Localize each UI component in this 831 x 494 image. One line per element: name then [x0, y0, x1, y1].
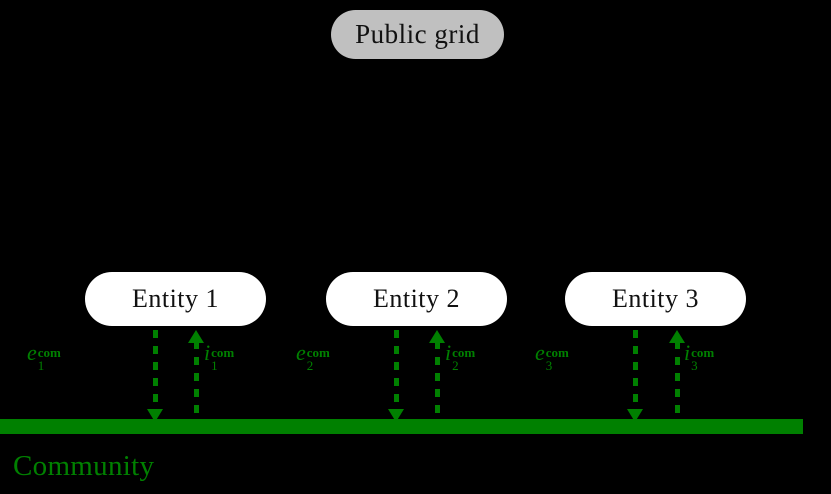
node-entity-2-label: Entity 2 — [372, 284, 461, 313]
label-export-entity-1-sup: com — [37, 345, 61, 360]
flow-arrow-export-entity-3 — [627, 330, 643, 422]
flow-arrow-export-entity-1 — [147, 330, 163, 422]
label-export-entity-2-sub: 2 — [306, 358, 314, 374]
label-export-entity-1-base: e — [27, 340, 37, 365]
community-label: Community — [13, 450, 155, 482]
node-entity-1[interactable]: Entity 1 — [85, 272, 266, 326]
label-import-entity-1-base: i — [204, 340, 211, 365]
label-import-entity-1-sub: 1 — [211, 358, 218, 374]
arrowhead-up-icon — [669, 330, 685, 343]
arrowhead-up-icon — [429, 330, 445, 343]
label-import-entity-1-sup: com — [211, 345, 235, 360]
arrowhead-up-icon — [188, 330, 204, 343]
label-import-entity-3-base: i — [684, 340, 691, 365]
label-import-entity-2-sub: 2 — [452, 358, 459, 374]
flow-arrow-import-entity-3 — [669, 330, 685, 422]
label-import-entity-2-sup: com — [452, 345, 476, 360]
label-export-entity-2-base: e — [296, 340, 306, 365]
flow-arrow-import-entity-2 — [429, 330, 445, 422]
node-entity-2[interactable]: Entity 2 — [326, 272, 507, 326]
node-entity-3[interactable]: Entity 3 — [565, 272, 746, 326]
flow-arrow-import-entity-1 — [188, 330, 204, 422]
label-export-entity-2-sup: com — [306, 345, 330, 360]
arrowhead-down-icon — [627, 409, 643, 422]
label-import-entity-3-sub: 3 — [691, 358, 698, 374]
label-export-entity-1-sub: 1 — [37, 358, 45, 374]
label-export-entity-3-sub: 3 — [545, 358, 553, 374]
community-bus-bar — [0, 419, 803, 434]
node-public-grid-label: Public grid — [355, 19, 480, 49]
label-import-entity-2-base: i — [445, 340, 452, 365]
flow-arrow-export-entity-2 — [388, 330, 404, 422]
arrowhead-down-icon — [147, 409, 163, 422]
flow-stem — [394, 330, 399, 411]
flow-stem — [194, 341, 199, 422]
flow-stem — [675, 341, 680, 422]
label-export-entity-3-sup: com — [545, 345, 569, 360]
flow-stem — [435, 341, 440, 422]
label-export-entity-3-base: e — [535, 340, 545, 365]
node-entity-1-label: Entity 1 — [131, 284, 220, 313]
node-public-grid[interactable]: Public grid — [331, 10, 504, 59]
arrowhead-down-icon — [388, 409, 404, 422]
node-entity-3-label: Entity 3 — [611, 284, 700, 313]
label-import-entity-3-sup: com — [691, 345, 715, 360]
flow-stem — [633, 330, 638, 411]
flow-stem — [153, 330, 158, 411]
